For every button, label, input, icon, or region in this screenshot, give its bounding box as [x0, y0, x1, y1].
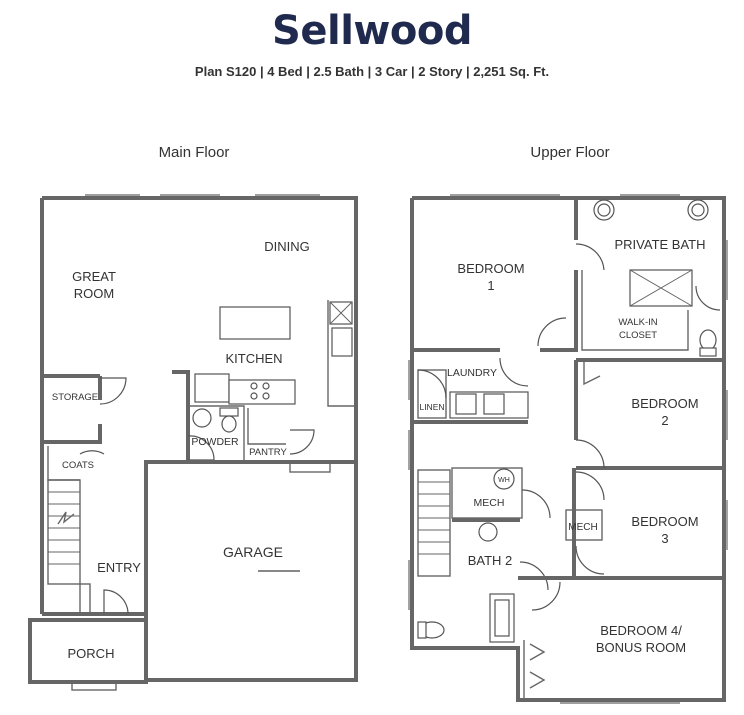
plan-title: Sellwood	[272, 8, 472, 54]
dining-label: DINING	[264, 239, 310, 254]
upper-floor-plan	[408, 194, 728, 704]
coats-label: COATS	[62, 460, 94, 471]
plan-specs: Plan S120 | 4 Bed | 2.5 Bath | 3 Car | 2…	[194, 64, 550, 79]
private-bath-label: PRIVATE BATH	[614, 237, 705, 252]
walk-in-closet-label-2: CLOSET	[619, 330, 657, 341]
kitchen-label: KITCHEN	[225, 351, 282, 366]
main-floor-plan	[28, 194, 358, 691]
bedroom2-label: BEDROOM	[631, 396, 698, 411]
main-floor-label: Main Floor	[158, 144, 230, 161]
bedroom1-label: BEDROOM	[457, 261, 524, 276]
bedroom3-label: BEDROOM	[631, 514, 698, 529]
porch-label: PORCH	[68, 646, 115, 661]
kitchen-island	[219, 306, 291, 340]
laundry-label: LAUNDRY	[447, 367, 497, 379]
bedroom4-label: BEDROOM 4/	[600, 623, 682, 638]
garage-label: GARAGE	[223, 544, 283, 560]
entry-label: ENTRY	[97, 560, 141, 575]
walk-in-closet-label: WALK-IN	[618, 317, 657, 328]
mech-wh-label: MECH	[474, 497, 505, 509]
water-heater-label: WH	[498, 477, 510, 484]
mech-label: MECH	[568, 522, 597, 533]
linen-label: LINEN	[419, 402, 444, 412]
bath2-label: BATH 2	[468, 553, 513, 568]
pantry-label: PANTRY	[249, 447, 287, 458]
upper-floor-label: Upper Floor	[530, 144, 610, 161]
great-room-label: GREAT	[72, 269, 116, 284]
powder-label: POWDER	[191, 436, 239, 448]
bedroom2-label-2: 2	[661, 413, 668, 428]
great-room-label-2: ROOM	[74, 286, 114, 301]
bedroom1-label-2: 1	[487, 278, 494, 293]
bedroom4-label-2: BONUS ROOM	[596, 640, 686, 655]
bedroom3-label-2: 3	[661, 531, 668, 546]
garage-outline	[144, 460, 358, 682]
storage-label: STORAGE	[52, 392, 98, 403]
